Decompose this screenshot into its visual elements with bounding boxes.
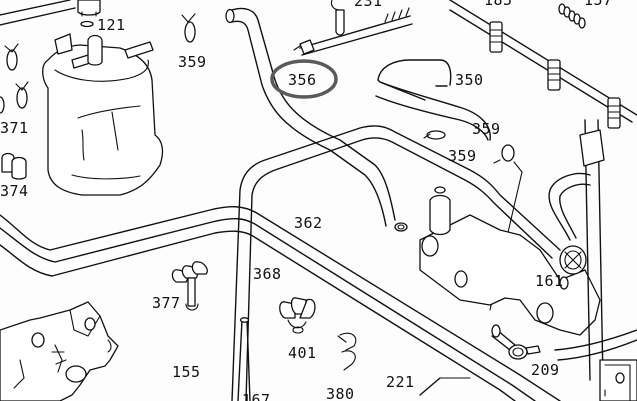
clamp-359-mid-left[interactable] [423,130,446,140]
bracket-bottom-right[interactable] [599,359,637,401]
label-185[interactable]: 185 [484,0,513,9]
label-401[interactable]: 401 [288,344,317,362]
label-362[interactable]: 362 [294,214,323,232]
t-fitting-1 [489,21,503,53]
label-161[interactable]: 161 [535,272,564,290]
clamp-359-top[interactable] [181,13,196,43]
label-359-top[interactable]: 359 [178,53,207,71]
clamp-left-2[interactable] [0,96,5,114]
label-209[interactable]: 209 [531,361,560,379]
line-221[interactable] [419,377,471,396]
label-374[interactable]: 374 [0,182,29,200]
tube-167[interactable] [237,317,251,401]
return-line-185[interactable] [449,0,637,129]
leak-off-line[interactable] [548,119,637,381]
hose-strap-231[interactable] [293,0,413,56]
label-371[interactable]: 371 [0,119,29,137]
banjo-fitting-209[interactable] [491,324,541,360]
fuel-line-362[interactable] [0,206,561,401]
clip-377[interactable] [171,261,208,311]
t-fitting-2 [547,59,561,91]
clamp-371[interactable] [15,81,29,109]
label-380[interactable]: 380 [326,385,355,401]
fuel-line-top-left[interactable] [0,0,76,26]
callout-highlight [270,59,338,99]
fuel-pump-assembly-161[interactable] [419,186,601,336]
injection-pump-155[interactable] [0,301,119,401]
fitting-top[interactable] [77,0,101,28]
label-377[interactable]: 377 [152,294,181,312]
label-157[interactable]: 157 [584,0,613,9]
label-356[interactable]: 356 [288,71,317,89]
spring-157[interactable] [558,3,586,29]
label-359-mid[interactable]: 359 [448,147,477,165]
hose-350[interactable] [375,59,491,141]
label-155[interactable]: 155 [172,363,201,381]
clip-401[interactable] [279,297,316,334]
label-231[interactable]: 231 [354,0,383,10]
label-121[interactable]: 121 [97,16,126,34]
hose-356[interactable] [225,7,408,232]
label-350[interactable]: 350 [455,71,484,89]
label-221[interactable]: 221 [386,373,415,391]
fuel-filter-housing[interactable] [42,33,164,196]
sleeve-374[interactable] [1,152,27,180]
t-fitting-3 [607,97,621,129]
label-167[interactable]: 167 [242,391,271,401]
clip-380[interactable] [337,332,357,371]
part-labels: 121 359 371 374 231 356 185 157 350 359 … [0,0,613,401]
label-359-right[interactable]: 359 [472,120,501,138]
fuel-line-upper-loop[interactable] [231,125,561,401]
label-368[interactable]: 368 [253,265,282,283]
o-ring-121 [80,20,94,28]
clamp-left-1[interactable] [4,43,19,71]
